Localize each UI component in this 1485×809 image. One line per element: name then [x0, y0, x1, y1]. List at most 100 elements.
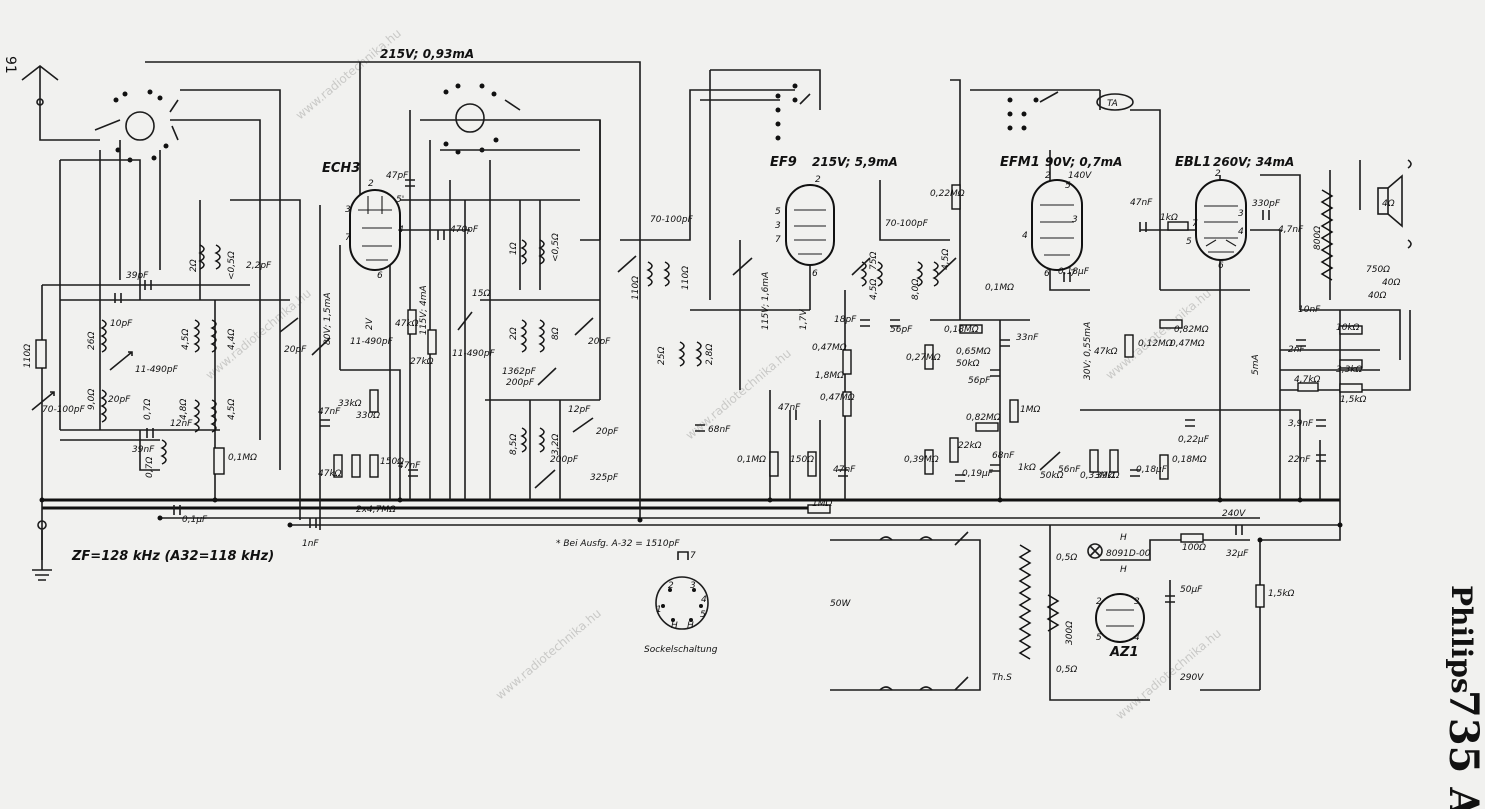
voltage-30: 30V; 0,55mA: [1083, 322, 1093, 380]
label-c019: 0,19µF: [962, 469, 994, 479]
label-c70: 70-100pF: [42, 405, 86, 415]
label-r40b: 40Ω: [1368, 291, 1386, 301]
label-h2: H: [1120, 565, 1127, 575]
label-r110: 110Ω: [23, 344, 33, 368]
label-r18m: 1,8MΩ: [815, 371, 844, 381]
capacitors: [114, 179, 1326, 603]
svg-text:7: 7: [690, 551, 696, 561]
ef9-switch: [775, 83, 811, 141]
label-r47kE: 4,7kΩ: [1294, 375, 1321, 385]
label-c12n: 12nF: [170, 419, 193, 429]
svg-text:5: 5: [775, 207, 781, 217]
notes: ZF=128 kHz (A32=118 kHz) * Bei Ausfg. A-…: [71, 99, 1151, 683]
svg-text:6: 6: [812, 269, 818, 279]
label-c200: 200pF: [506, 378, 535, 388]
label-r85: 8,5Ω: [509, 434, 519, 455]
label-r082b: 0,82MΩ: [1174, 325, 1209, 335]
label-r47k: 47kΩ: [395, 319, 419, 329]
label-c68n: 68nF: [992, 451, 1015, 461]
label-c47nb: 47nF: [398, 461, 421, 471]
label-r45b: 4,5Ω: [227, 399, 237, 420]
label-c20: 20pF: [108, 395, 131, 405]
label-r07b: 0,7Ω: [145, 457, 155, 478]
power-rating: 50W: [830, 599, 851, 609]
label-c018b: 0,18µF: [1136, 465, 1168, 475]
bus-lines: [41, 61, 1340, 560]
label-c39: 39pF: [126, 271, 149, 281]
voltage-115b: 115V; 1,6mA: [761, 272, 771, 330]
junctions: [39, 497, 1343, 543]
label-c18: 18pF: [834, 315, 857, 325]
label-r32: 3,2Ω: [551, 434, 561, 455]
label-r9: 9,0Ω: [87, 389, 97, 410]
ground-icon: [32, 520, 52, 581]
label-r800: 800Ω: [1313, 226, 1323, 250]
label-c1362: 1362pF: [502, 367, 537, 377]
label-r75: 75Ω: [869, 252, 879, 270]
voltage-efm1b: 140V: [1068, 171, 1092, 181]
svg-text:H: H: [687, 621, 694, 631]
label-r4: 4Ω: [1382, 199, 1395, 209]
label-c47nc: 47nF: [778, 403, 801, 413]
watermarks: www.radiotechnika.hu www.radiotechnika.h…: [203, 26, 1224, 722]
resistors: [35, 184, 1363, 608]
label-c200b: 200pF: [550, 455, 579, 465]
label-c11: 11-490pF: [135, 365, 179, 375]
ta-input: [1096, 93, 1134, 111]
label-r1m: 1MΩ: [812, 499, 832, 509]
voltage-ech3: 215V; 0,93mA: [380, 47, 474, 61]
label-c10: 10pF: [110, 319, 133, 329]
label-r10k: 10kΩ: [1336, 323, 1360, 333]
svg-text:5: 5: [1096, 633, 1102, 643]
label-r033: 0,33MΩ: [1080, 471, 1115, 481]
label-r300: 300Ω: [1065, 621, 1075, 645]
label-r25: 25Ω: [657, 347, 667, 365]
label-r150: 150Ω: [380, 457, 404, 467]
label-c12: 12pF: [568, 405, 591, 415]
label-c56nb: 56nF: [1058, 465, 1081, 475]
svg-text:4: 4: [701, 595, 707, 605]
voltage-2: 2V: [365, 317, 375, 330]
svg-text:2: 2: [368, 179, 374, 189]
svg-text:3: 3: [775, 221, 781, 231]
label-c39n: 3,9nF: [1288, 419, 1314, 429]
label-r8a: 8Ω: [551, 327, 561, 340]
wave-switch-2: [443, 83, 521, 155]
label-r1k: 1kΩ: [1018, 463, 1036, 473]
label-r45a: 4,5Ω: [181, 329, 191, 350]
label-r065: 0,65MΩ: [956, 347, 991, 357]
label-c47nfb: 4,7nF: [1278, 225, 1304, 235]
label-c47n: 47nF: [318, 407, 341, 417]
label-r018b: 0,18MΩ: [1172, 455, 1207, 465]
label-r39: 39kΩ: [1096, 471, 1120, 481]
svg-text:1: 1: [656, 605, 662, 615]
label-r33: 33kΩ: [338, 399, 362, 409]
coils: [100, 189, 1334, 660]
voltage-efm1: 90V; 0,7mA: [1045, 155, 1122, 169]
label-r22k: 22kΩ: [958, 441, 982, 451]
label-r100: 100Ω: [1182, 543, 1206, 553]
label-r50k: 50kΩ: [956, 359, 980, 369]
label-r1a: 1Ω: [509, 242, 519, 255]
tube-label-ebl1: EBL1: [1175, 155, 1211, 170]
page-number: 91: [2, 56, 18, 74]
label-r07a: 0,7Ω: [143, 399, 153, 420]
label-r48: 4,8Ω: [179, 399, 189, 420]
label-c33: 33nF: [1016, 333, 1039, 343]
antenna-icon: [21, 64, 100, 141]
thermal-switch-label: Th.S: [992, 673, 1012, 683]
label-c1n: 1nF: [302, 539, 319, 549]
label-c20d: 20pF: [596, 427, 619, 437]
tube-ef9-icon: 53 72 6: [775, 175, 835, 279]
label-r047: 0,47MΩ: [812, 343, 847, 353]
label-r022: 0,22MΩ: [930, 189, 965, 199]
svg-text:2: 2: [668, 581, 674, 591]
label-r47kd: 47kΩ: [1094, 347, 1118, 357]
tube-ebl1-icon: 23 45 76: [1186, 169, 1247, 271]
if-frequency-note: ZF=128 kHz (A32=118 kHz): [71, 549, 274, 564]
watermark: www.radiotechnika.hu: [493, 606, 604, 702]
label-r018: 0,18MΩ: [944, 325, 979, 335]
svg-text:6: 6: [377, 271, 383, 281]
svg-text:2: 2: [1215, 169, 1221, 179]
